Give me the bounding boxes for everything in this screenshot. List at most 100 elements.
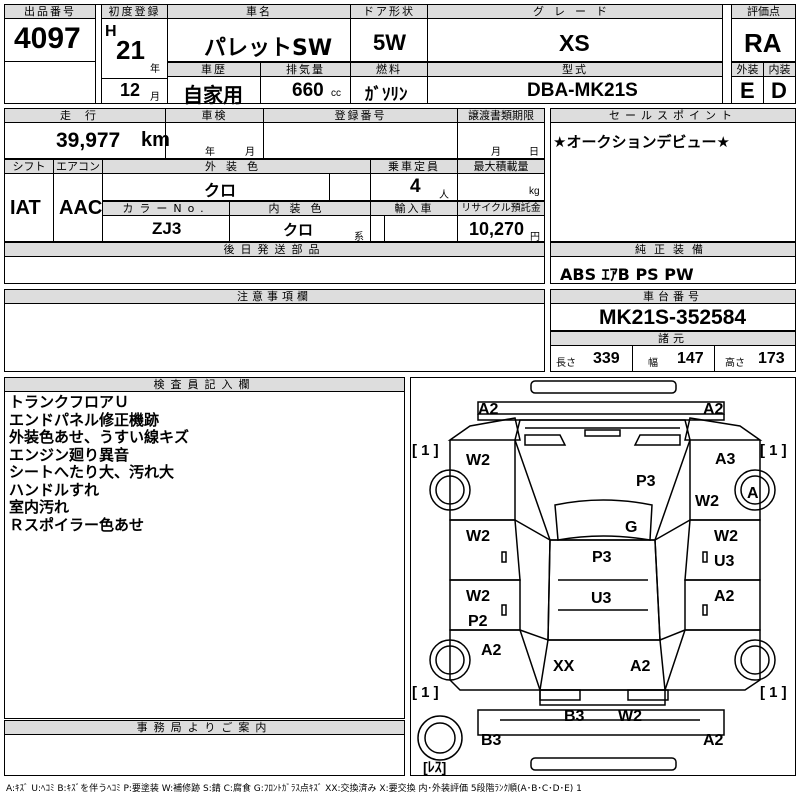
mark-trunk-a2: A2: [630, 658, 651, 675]
mileage-label: 走行: [4, 108, 166, 123]
door: 5W: [373, 30, 406, 55]
interior-score: D: [771, 78, 787, 103]
inspector-note: 室内汚れ: [9, 498, 70, 516]
reg-no-label: 登録番号: [263, 108, 458, 123]
equipment-cell: [550, 256, 796, 284]
model-cell: [427, 76, 723, 104]
inspector-notes: トランクフロアＵ エンドパネル修正機跡 外装色あせ、うすい線キズ エンジン廻り異…: [9, 393, 399, 534]
mark-door-rr: A2: [714, 588, 735, 605]
ext-color-label: 外装色: [102, 159, 371, 174]
month-unit: 月: [150, 92, 160, 103]
specs-label: 諸元: [550, 331, 796, 346]
caution-cell: [4, 303, 545, 372]
mark-spare: [ﾚｽ]: [423, 759, 446, 775]
mark-bracket-fl: [ 1 ]: [412, 442, 439, 459]
mark-fender-right: A3: [715, 451, 736, 468]
car-name: パレットSW: [204, 36, 333, 61]
mark-rear-right: A2: [703, 732, 724, 749]
lot-no-lower-cell: [4, 61, 96, 104]
import-divider: [384, 215, 385, 242]
recycle: 10,270: [469, 219, 525, 239]
ext-color-extra-cell: [329, 173, 371, 201]
mark-bracket-fr: [ 1 ]: [760, 442, 787, 459]
inspector-note: Ｒスポイラー色あせ: [9, 515, 145, 534]
equipment-label: 純正装備: [550, 242, 796, 257]
door-label: ドア形状: [350, 4, 428, 19]
sales-point-cell: [550, 122, 796, 242]
mileage-unit: km: [141, 129, 170, 151]
model: DBA-MK21S: [527, 80, 638, 101]
transfer-month-unit: 月: [491, 147, 501, 158]
inspection-month-unit: 月: [245, 147, 255, 158]
mark-bonnet: P3: [636, 473, 656, 490]
caution-label: 注意事項欄: [4, 289, 545, 304]
score-cell: [731, 18, 796, 62]
max-load-unit: kg: [529, 186, 540, 197]
grade-cell: [427, 18, 723, 62]
inspector-cell: [4, 391, 405, 719]
mark-door-fr-u: U3: [714, 553, 735, 570]
office-label: 事務局よりご案内: [4, 720, 405, 735]
recycle-unit: 円: [530, 232, 540, 243]
specs-cell: [550, 345, 796, 372]
displacement: 660: [292, 80, 324, 101]
capacity-label: 乗車定員: [370, 159, 458, 174]
inspector-note: エンジン廻り異音: [9, 445, 130, 464]
transfer-cell: [457, 122, 545, 159]
chassis-label: 車台番号: [550, 289, 796, 304]
length: 339: [593, 350, 620, 367]
office-cell: [4, 734, 405, 776]
mark-right-wheel: A: [747, 485, 759, 502]
transfer-day-unit: 日: [529, 147, 539, 158]
height-label: 高さ: [725, 358, 745, 369]
grade: XS: [559, 30, 590, 56]
import-label: 輸入車: [370, 201, 458, 216]
inspector-note: ハンドルすれ: [9, 480, 100, 499]
history-label: 車歴: [167, 62, 261, 77]
recycle-cell: [457, 215, 545, 242]
ac-label: エアコン: [53, 159, 103, 174]
mark-front-right: A2: [703, 401, 724, 418]
later-parts-label: 後日発送部品: [4, 242, 545, 257]
reg-no-cell: [263, 122, 458, 159]
mark-door-fr: W2: [714, 528, 738, 545]
capacity-unit: 人: [439, 190, 449, 201]
fuel: ｶﾞｿﾘﾝ: [365, 85, 408, 105]
chassis-number: MK21S-352584: [599, 306, 747, 329]
mark-door-fl: W2: [466, 528, 490, 545]
first-reg-label: 初度登録: [101, 4, 168, 19]
mark-rear-left: B3: [481, 732, 502, 749]
sales-point-text: ★オークションデビュー★: [553, 133, 730, 151]
recycle-label: リサイクル預託金: [457, 201, 545, 216]
max-load-label: 最大積載量: [457, 159, 545, 174]
history: 自家用: [183, 83, 243, 107]
mark-bracket-rr: [ 1 ]: [760, 684, 787, 701]
mark-door-rl-p: P2: [468, 613, 488, 630]
score: RA: [744, 28, 782, 58]
shift: IAT: [10, 197, 41, 219]
inspector-note: トランクフロアＵ: [9, 393, 130, 411]
color-no-label: カラーNo.: [102, 201, 230, 216]
reg-month: 12: [120, 80, 141, 100]
shift-label: シフト: [4, 159, 54, 174]
score-label: 評価点: [731, 4, 796, 19]
transfer-label: 譲渡書類期限: [457, 108, 545, 123]
car-name-label: 車名: [167, 4, 351, 19]
max-load-cell: [457, 173, 545, 201]
exterior-label: 外装: [731, 62, 764, 77]
mark-front-left: A2: [478, 401, 499, 418]
mark-right-front-w: W2: [695, 493, 719, 510]
sales-point-label: セールスポイント: [550, 108, 796, 123]
inspection-year-unit: 年: [205, 147, 215, 158]
mark-bumper-w2: W2: [618, 708, 642, 725]
int-color-unit: 系: [354, 232, 364, 243]
chassis-cell: [550, 303, 796, 331]
year-unit: 年: [150, 64, 160, 75]
mark-roof: P3: [592, 549, 612, 566]
height: 173: [758, 350, 785, 367]
inspection-label: 車検: [165, 108, 264, 123]
specs-divider-2: [714, 345, 715, 372]
width: 147: [677, 350, 704, 367]
interior-cell: [763, 76, 796, 104]
mark-trunk-xx: XX: [553, 658, 575, 675]
